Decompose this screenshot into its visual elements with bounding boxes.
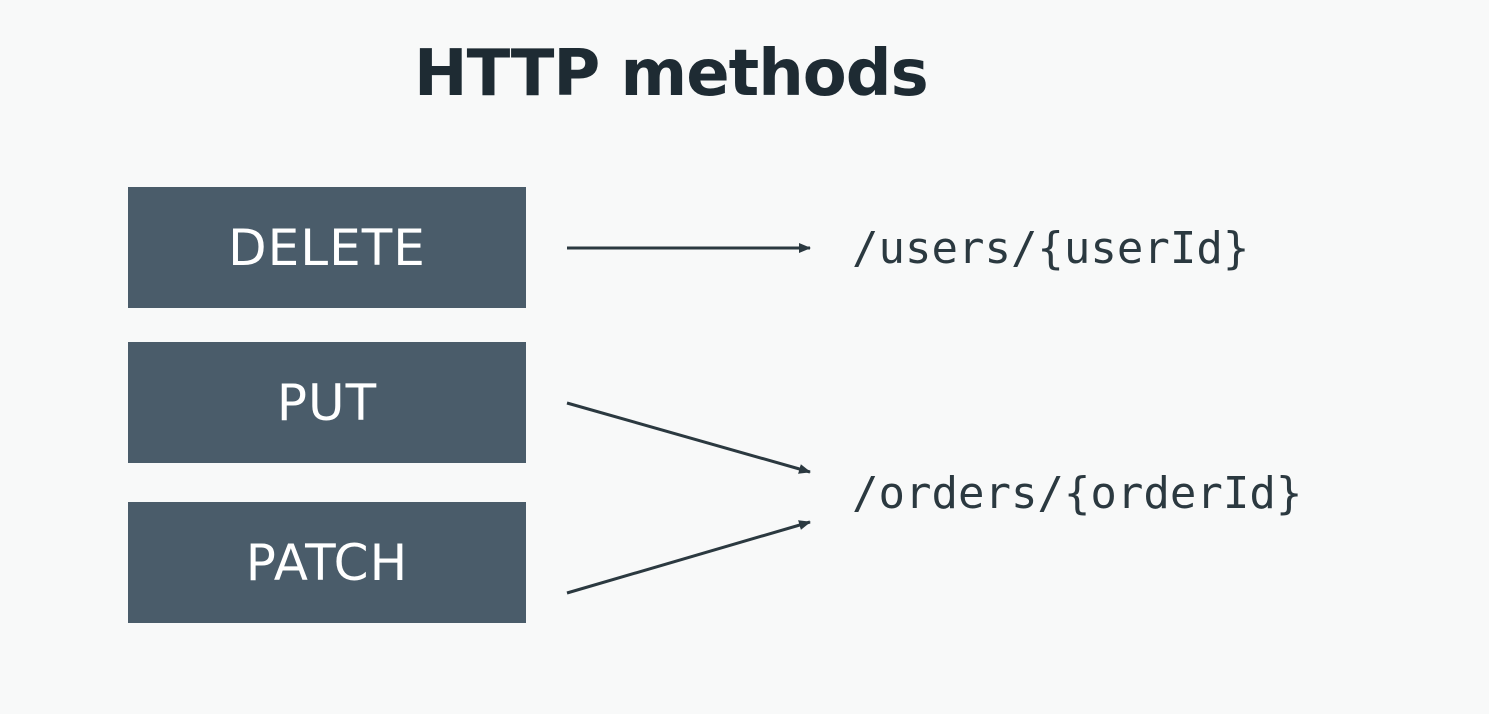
patch-method-box: PATCH: [128, 502, 526, 623]
delete-method-box: DELETE: [128, 187, 526, 308]
orders-endpoint-path: /orders/{orderId}: [852, 468, 1303, 519]
patch-method-label: PATCH: [245, 533, 409, 592]
arrow-put-to-orders: [566, 401, 811, 474]
users-endpoint-path: /users/{userId}: [852, 223, 1250, 274]
delete-method-label: DELETE: [228, 218, 426, 277]
put-method-label: PUT: [276, 373, 378, 432]
page-title: HTTP methods: [414, 37, 929, 111]
arrow-patch-to-orders: [566, 520, 811, 595]
put-method-box: PUT: [128, 342, 526, 463]
